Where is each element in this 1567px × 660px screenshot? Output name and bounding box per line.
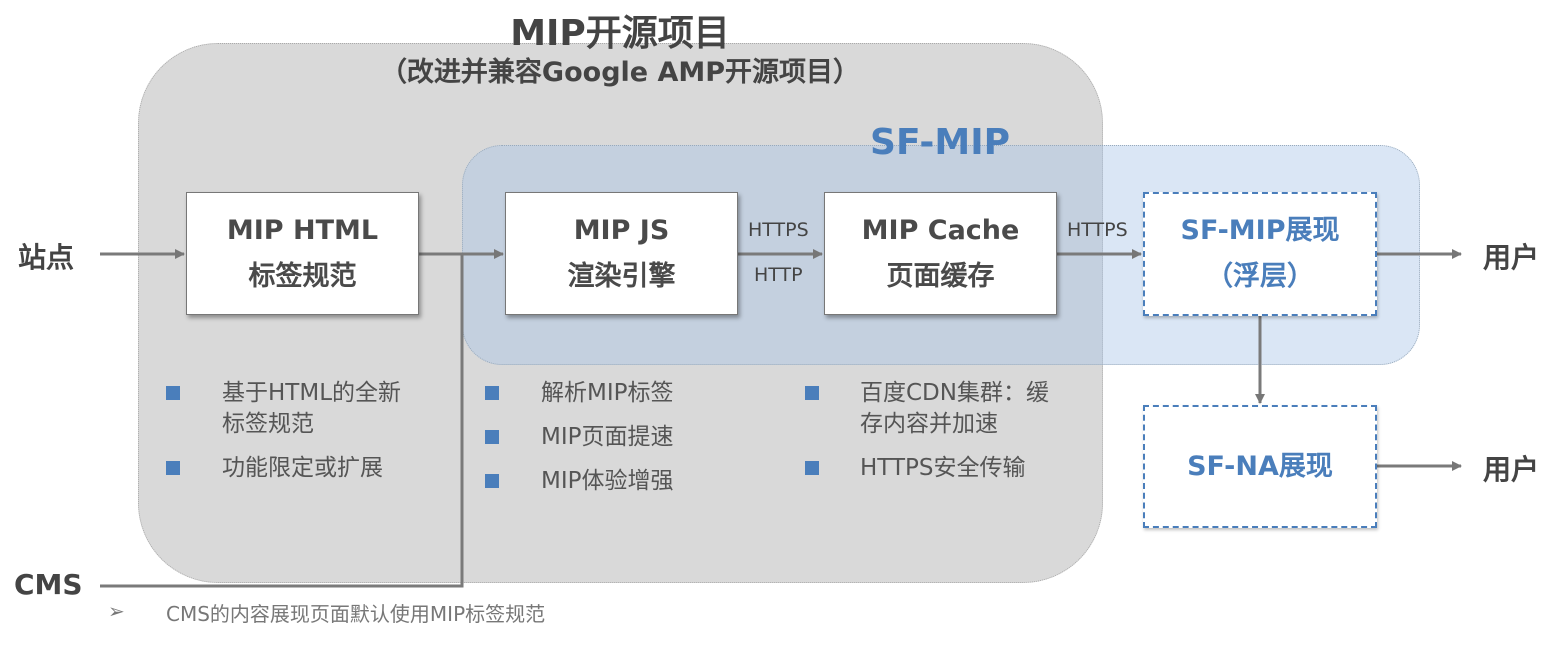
box-title: SF-NA展现 (1187, 450, 1333, 482)
bullet-text: 基于HTML的全新标签规范 (222, 380, 402, 437)
bullet-square-icon (805, 386, 819, 400)
bullet-text: 解析MIP标签 (541, 380, 674, 406)
mip-cache-box: MIP Cache 页面缓存 (824, 192, 1057, 315)
box-title: MIP HTML (226, 214, 379, 246)
protocol-https-label-2: HTTPS (1067, 219, 1128, 241)
bullet-text: MIP体验增强 (541, 468, 674, 494)
bullet-square-icon (166, 461, 180, 475)
protocol-https-label: HTTPS (748, 219, 809, 241)
protocol-http-label: HTTP (754, 264, 803, 286)
box-subtitle: 标签规范 (248, 260, 357, 292)
bullet-text: 功能限定或扩展 (222, 455, 383, 481)
bullet-text: 百度CDN集群：缓存内容并加速 (860, 380, 1049, 437)
bullet-square-icon (485, 430, 499, 444)
user-node-2: 用户 (1483, 453, 1540, 486)
bullet-square-icon (166, 386, 180, 400)
box-title: MIP Cache (861, 214, 1020, 246)
box-subtitle: 渲染引擎 (567, 260, 676, 292)
mip-html-box: MIP HTML 标签规范 (186, 192, 419, 315)
footnote-text: CMS的内容展现页面默认使用MIP标签规范 (166, 602, 546, 626)
cms-node: CMS (14, 568, 83, 601)
bullet-text: MIP页面提速 (541, 424, 674, 450)
diagram-title: MIP开源项目 (510, 13, 730, 54)
box-title: MIP JS (573, 214, 670, 246)
bullet-square-icon (485, 386, 499, 400)
sf-mip-label: SF-MIP (870, 122, 1010, 163)
sf-na-show-box: SF-NA展现 (1143, 405, 1377, 528)
bullet-text: HTTPS安全传输 (860, 455, 1026, 481)
box-title: SF-MIP展现 (1180, 215, 1340, 246)
bullet-square-icon (485, 474, 499, 488)
footnote-arrow-icon: ➢ (108, 599, 125, 623)
mip-js-box: MIP JS 渲染引擎 (505, 192, 738, 315)
diagram-subtitle: （改进并兼容Google AMP开源项目） (379, 57, 861, 88)
sf-mip-show-box: SF-MIP展现 （浮层） (1143, 192, 1377, 316)
bullet-square-icon (805, 461, 819, 475)
box-subtitle: 页面缓存 (886, 260, 995, 292)
cms-connector (100, 254, 464, 588)
user-node-1: 用户 (1483, 241, 1540, 274)
site-node: 站点 (18, 241, 75, 274)
box-subtitle: （浮层） (1206, 261, 1314, 292)
